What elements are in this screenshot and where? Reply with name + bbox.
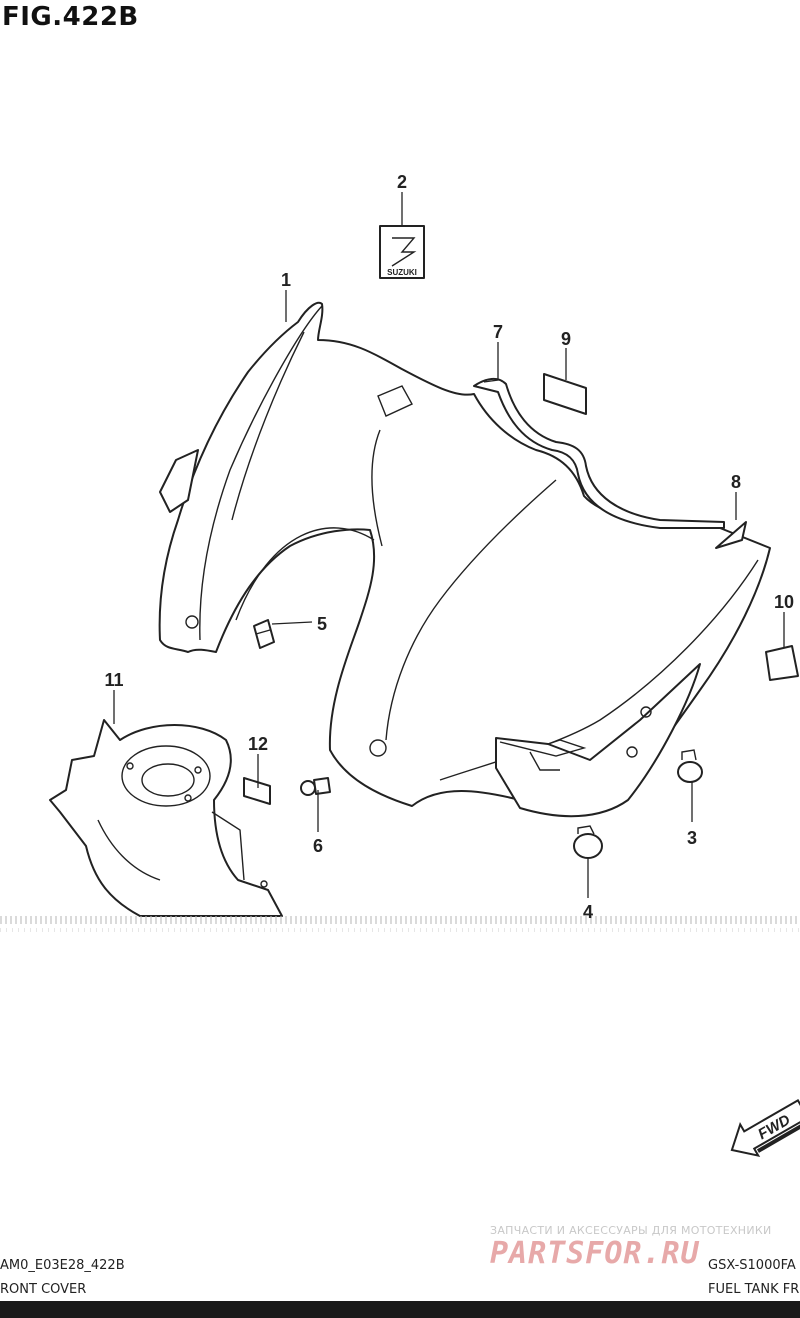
watermark-tagline: ЗАПЧАСТИ И АКСЕССУАРЫ ДЛЯ МОТОТЕХНИКИ: [490, 1224, 772, 1237]
strip-part[interactable]: [473, 378, 725, 529]
emblem-text: SUZUKI: [387, 268, 417, 277]
grommet-part-3[interactable]: [677, 749, 703, 783]
emblem-part[interactable]: SUZUKI: [379, 225, 425, 279]
clip-part[interactable]: [253, 619, 275, 649]
callout-5[interactable]: 5: [317, 614, 327, 634]
footer-section-right: FUEL TANK FR: [708, 1282, 800, 1297]
front-cover-part[interactable]: [158, 301, 771, 818]
figure-title: FIG.422B: [2, 2, 139, 32]
callout-3[interactable]: 3: [687, 828, 697, 848]
callout-9[interactable]: 9: [561, 329, 571, 349]
triangle-pad-part[interactable]: [715, 521, 747, 549]
callout-4[interactable]: 4: [583, 902, 593, 922]
rivet-part[interactable]: [300, 777, 331, 796]
pad-part[interactable]: [543, 373, 587, 415]
callout-10[interactable]: 10: [774, 592, 794, 612]
fwd-arrow-icon: FWD: [730, 1098, 800, 1158]
bottom-bar: [0, 1301, 800, 1318]
callout-2[interactable]: 2: [397, 172, 407, 192]
leader-7: [483, 342, 499, 383]
cap-part[interactable]: [765, 645, 799, 681]
callout-12[interactable]: 12: [248, 734, 268, 754]
footer-code: AM0_E03E28_422B: [0, 1258, 125, 1273]
small-pad-part[interactable]: [243, 777, 271, 805]
callout-7[interactable]: 7: [493, 322, 503, 342]
callout-1[interactable]: 1: [281, 270, 291, 290]
callout-8[interactable]: 8: [731, 472, 741, 492]
leader-5: [271, 621, 313, 625]
inner-cover-part[interactable]: [49, 719, 283, 917]
footer-section-left: RONT COVER: [0, 1282, 87, 1297]
callout-6[interactable]: 6: [313, 836, 323, 856]
watermark-logo: PARTSFOR.RU: [490, 1236, 700, 1271]
footer-model: GSX-S1000FA: [708, 1258, 796, 1273]
grommet-part-4[interactable]: [573, 825, 603, 859]
callout-11[interactable]: 11: [104, 670, 123, 690]
